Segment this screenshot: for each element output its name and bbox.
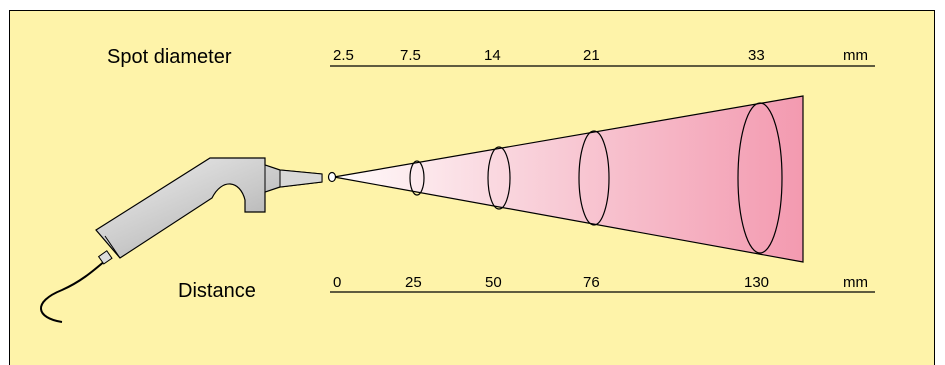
- distance-tick-0: 0: [333, 274, 341, 291]
- distance-tick-2: 50: [485, 274, 502, 291]
- spot-unit: mm: [843, 47, 868, 64]
- beam-cone: [333, 95, 804, 263]
- distance-label: Distance: [178, 280, 256, 302]
- distance-tick-3: 76: [583, 274, 600, 291]
- spot-tick-2: 14: [484, 47, 501, 64]
- spot-tick-1: 7.5: [400, 47, 421, 64]
- spot-tick-4: 33: [748, 47, 765, 64]
- spot-ellipse-4: [737, 102, 783, 254]
- spot-tick-3: 21: [583, 47, 600, 64]
- spot-ellipse-3: [578, 130, 610, 226]
- distance-unit: mm: [843, 274, 868, 291]
- distance-tick-1: 25: [405, 274, 422, 291]
- spot-ellipse-2: [487, 146, 511, 210]
- infrared-thermometer-icon: [40, 157, 323, 323]
- spot-ellipse-1: [409, 160, 425, 196]
- spot-tick-0: 2.5: [333, 47, 354, 64]
- spot-ellipse-origin: [327, 171, 337, 183]
- distance-tick-4: 130: [744, 274, 769, 291]
- spot-diameter-label: Spot diameter: [107, 46, 232, 68]
